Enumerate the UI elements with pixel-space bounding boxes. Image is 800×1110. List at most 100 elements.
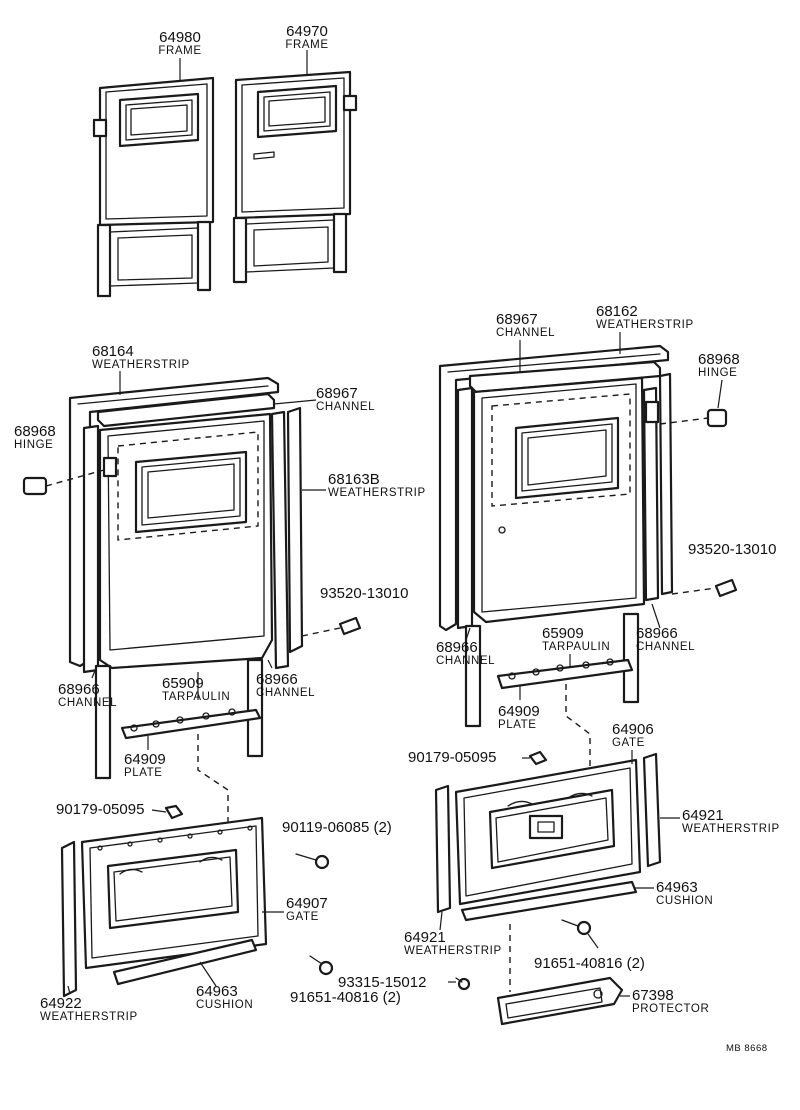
part-number: 90179-05095 — [408, 749, 497, 766]
left-door-assembly-drawing — [22, 376, 362, 830]
part-number: 65909 — [542, 625, 584, 642]
part-name: CHANNEL — [436, 655, 496, 667]
part-name: CUSHION — [656, 895, 714, 907]
part-number: 64909 — [498, 703, 540, 720]
part-number: 64921 — [404, 929, 446, 946]
label-65909-tarpaulin-right: 65909 TARPAULIN — [542, 626, 610, 654]
part-name: FRAME — [158, 45, 202, 57]
label-64922-weatherstrip: 64922 WEATHERSTRIP — [40, 996, 138, 1024]
part-name: WEATHERSTRIP — [92, 359, 190, 371]
part-name: PLATE — [124, 767, 163, 779]
part-name: CHANNEL — [58, 697, 118, 709]
label-67398-protector: 67398 PROTECTOR — [632, 988, 709, 1016]
part-number: 90179-05095 — [56, 801, 145, 818]
part-number: 68966 — [58, 681, 100, 698]
label-68968-hinge-right: 68968 HINGE — [698, 352, 740, 380]
part-number: 64970 — [286, 23, 328, 40]
label-93315: 93315-15012 — [338, 975, 426, 990]
label-68966-channel-left-outer: 68966 CHANNEL — [58, 682, 117, 710]
part-number: 68966 — [256, 671, 298, 688]
part-number: 64906 — [612, 721, 654, 738]
right-gate-drawing — [434, 750, 662, 1026]
part-number: 68966 — [436, 639, 478, 656]
part-number: 68966 — [636, 625, 678, 642]
label-68967-channel-right: 68967 CHANNEL — [496, 312, 555, 340]
part-number: 68968 — [14, 423, 56, 440]
label-64963-cushion-left: 64963 CUSHION — [196, 984, 253, 1012]
part-number: 64963 — [656, 879, 698, 896]
part-number: 91651-40816 (2) — [534, 955, 645, 972]
part-name: FRAME — [285, 39, 329, 51]
label-68163b-weatherstrip: 68163B WEATHERSTRIP — [328, 472, 426, 500]
part-name: HINGE — [698, 367, 738, 379]
part-number: 68162 — [596, 303, 638, 320]
part-name: CUSHION — [196, 999, 254, 1011]
label-64909-plate-right: 64909 PLATE — [498, 704, 540, 732]
part-number: 93520-13010 — [688, 541, 777, 558]
label-64980-frame: 64980 FRAME — [158, 30, 201, 58]
right-door-assembly-drawing — [438, 344, 738, 770]
part-name: HINGE — [14, 439, 54, 451]
part-name: CHANNEL — [496, 327, 556, 339]
label-90179-left: 90179-05095 — [56, 802, 144, 817]
label-64907-gate: 64907 GATE — [286, 896, 328, 924]
part-name: TARPAULIN — [162, 691, 231, 703]
label-64921-weatherstrip-right: 64921 WEATHERSTRIP — [682, 808, 780, 836]
part-number: 67398 — [632, 987, 674, 1004]
part-number: 68967 — [496, 311, 538, 328]
label-90119: 90119-06085 (2) — [282, 820, 392, 835]
part-number: 91651-40816 (2) — [290, 989, 401, 1006]
part-name: WEATHERSTRIP — [404, 945, 502, 957]
part-name: CHANNEL — [316, 401, 376, 413]
part-name: WEATHERSTRIP — [40, 1011, 138, 1023]
label-64970-frame: 64970 FRAME — [285, 24, 328, 52]
part-name: TARPAULIN — [542, 641, 611, 653]
part-number: 68164 — [92, 343, 134, 360]
label-68966-channel-left-inner: 68966 CHANNEL — [256, 672, 315, 700]
diagram-code: MB 8668 — [726, 1043, 768, 1054]
part-number: 68968 — [698, 351, 740, 368]
part-name: CHANNEL — [636, 641, 696, 653]
left-gate-drawing — [60, 804, 471, 998]
part-name: WEATHERSTRIP — [328, 487, 426, 499]
part-number: 68967 — [316, 385, 358, 402]
label-65909-tarpaulin-left: 65909 TARPAULIN — [162, 676, 230, 704]
part-number: 64909 — [124, 751, 166, 768]
label-93520-left: 93520-13010 — [320, 586, 408, 601]
label-68966-channel-right-right: 68966 CHANNEL — [636, 626, 695, 654]
label-91651-left: 91651-40816 (2) — [290, 990, 401, 1005]
label-64963-cushion-right: 64963 CUSHION — [656, 880, 713, 908]
label-68162-weatherstrip: 68162 WEATHERSTRIP — [596, 304, 694, 332]
part-number: 93315-15012 — [338, 974, 427, 991]
part-name: WEATHERSTRIP — [682, 823, 780, 835]
label-68966-channel-right-left: 68966 CHANNEL — [436, 640, 495, 668]
label-68967-channel-left: 68967 CHANNEL — [316, 386, 375, 414]
part-name: PLATE — [498, 719, 537, 731]
part-number: 93520-13010 — [320, 585, 409, 602]
frame-64980-drawing — [92, 76, 215, 298]
part-name: CHANNEL — [256, 687, 316, 699]
part-number: 64921 — [682, 807, 724, 824]
part-name: WEATHERSTRIP — [596, 319, 694, 331]
label-90179-right: 90179-05095 — [408, 750, 496, 765]
label-64909-plate-left: 64909 PLATE — [124, 752, 166, 780]
label-64921-weatherstrip-left: 64921 WEATHERSTRIP — [404, 930, 502, 958]
label-68968-hinge-left: 68968 HINGE — [14, 424, 56, 452]
part-number: 64963 — [196, 983, 238, 1000]
part-number: 68163B — [328, 471, 380, 488]
part-number: 64980 — [159, 29, 201, 46]
leader-lines — [67, 50, 723, 997]
label-91651-right: 91651-40816 (2) — [534, 956, 645, 971]
part-name: GATE — [612, 737, 645, 749]
label-93520-right: 93520-13010 — [688, 542, 776, 557]
part-name: PROTECTOR — [632, 1003, 710, 1015]
part-number: 65909 — [162, 675, 204, 692]
frame-64970-drawing — [232, 70, 358, 284]
part-name: GATE — [286, 911, 319, 923]
part-number: 90119-06085 (2) — [282, 819, 392, 836]
part-number: 64907 — [286, 895, 328, 912]
label-64906-gate: 64906 GATE — [612, 722, 654, 750]
part-number: 64922 — [40, 995, 82, 1012]
label-68164-weatherstrip: 68164 WEATHERSTRIP — [92, 344, 190, 372]
